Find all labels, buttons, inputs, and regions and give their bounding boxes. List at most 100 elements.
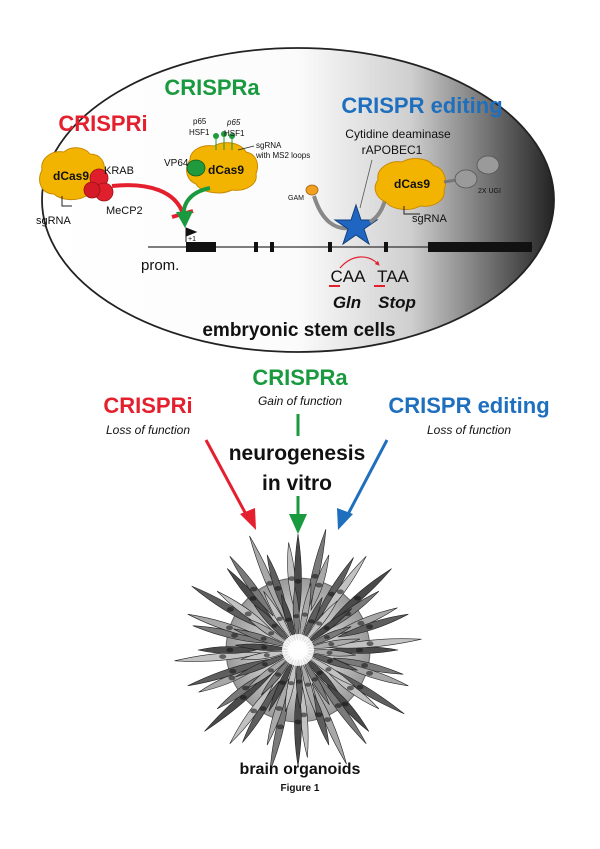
organoid-nucleus-icon bbox=[268, 668, 274, 673]
editing-sgrna-label: sgRNA bbox=[412, 213, 448, 225]
organoid-nucleus-icon bbox=[219, 654, 227, 659]
neurogenesis-label: neurogenesis bbox=[229, 442, 366, 465]
organoid-nucleus-icon bbox=[366, 624, 374, 630]
organoid-cell-icon bbox=[301, 597, 323, 642]
ugi-domain-icon bbox=[476, 155, 500, 175]
mecp2-label: MeCP2 bbox=[106, 205, 143, 217]
organoid-nucleus-icon bbox=[301, 612, 308, 617]
organoid-cell-icon bbox=[305, 608, 353, 645]
codon-before: CAA bbox=[331, 267, 367, 286]
tss-flag-icon bbox=[185, 227, 198, 242]
crispra-arrowhead bbox=[289, 514, 307, 534]
organoid-nucleus-icon bbox=[259, 706, 267, 711]
crispr-editing-title: CRISPR editing bbox=[341, 93, 502, 118]
organoid-cell-icon bbox=[253, 604, 292, 644]
organoid-nucleus-icon bbox=[324, 717, 331, 722]
organoid-nucleus-icon bbox=[315, 582, 323, 588]
tss-label: +1 bbox=[188, 236, 196, 243]
organoid-nucleus-icon bbox=[268, 631, 275, 636]
crispri-sgrna-label: sgRNA bbox=[36, 215, 72, 227]
editing-bottom-subtitle: Loss of function bbox=[427, 423, 511, 437]
organoid-cell-icon bbox=[300, 659, 317, 716]
organoid-nucleus-icon bbox=[250, 708, 258, 714]
exon-3 bbox=[270, 242, 274, 252]
exon-5 bbox=[384, 242, 388, 252]
brain-organoid-icon bbox=[174, 529, 422, 771]
p65-label-a: p65 bbox=[193, 117, 207, 126]
activation-arrowhead bbox=[176, 211, 193, 228]
organoid-nucleus-icon bbox=[228, 675, 236, 681]
organoid-nucleus-icon bbox=[239, 695, 247, 700]
crispra-title: CRISPRa bbox=[164, 75, 260, 100]
ugi-linker bbox=[443, 178, 457, 184]
organoid-nucleus-icon bbox=[250, 586, 258, 592]
organoid-cell-icon bbox=[285, 659, 297, 712]
organoid-nucleus-icon bbox=[288, 576, 296, 581]
organoid-nucleus-icon bbox=[293, 614, 300, 619]
codon-change-arrow bbox=[339, 256, 380, 269]
deaminase-pointer bbox=[359, 159, 373, 209]
organoid-nucleus-icon bbox=[323, 625, 330, 631]
ms2-loop-icon bbox=[229, 133, 235, 139]
embryonic-stem-cells-label: embryonic stem cells bbox=[202, 320, 395, 341]
organoid-nucleus-icon bbox=[356, 684, 364, 690]
editing-sgrna-line bbox=[403, 206, 420, 215]
organoid-nucleus-icon bbox=[300, 712, 308, 718]
organoid-nucleus-icon bbox=[271, 623, 278, 628]
organoid-nucleus-icon bbox=[242, 685, 250, 691]
rapobec1-label: rAPOBEC1 bbox=[362, 143, 423, 157]
ms2-loops-label: with MS2 loops bbox=[255, 151, 310, 160]
organoid-nucleus-icon bbox=[226, 647, 234, 653]
exon-4 bbox=[328, 242, 332, 252]
dcas9-protein-icon bbox=[186, 142, 259, 194]
organoid-cell-icon bbox=[263, 591, 294, 642]
organoid-cell-icon bbox=[268, 658, 294, 712]
organoid-cell-icon bbox=[337, 613, 409, 638]
crispra-sgrna-line bbox=[237, 145, 255, 151]
editing-arrowhead bbox=[337, 508, 353, 530]
organoid-nucleus-icon bbox=[296, 679, 303, 684]
organoid-cell-icon bbox=[292, 587, 300, 641]
organoid-nucleus-icon bbox=[263, 653, 270, 658]
cytidine-deaminase-label: Cytidine deaminase bbox=[345, 127, 451, 141]
organoid-cell-icon bbox=[310, 554, 330, 612]
organoid-nucleus-icon bbox=[275, 706, 283, 711]
gam-domain-icon bbox=[305, 184, 319, 196]
organoid-nucleus-icon bbox=[311, 677, 318, 682]
editing-bottom-title: CRISPR editing bbox=[388, 393, 549, 418]
ms2-loop-stem bbox=[215, 136, 233, 150]
organoid-nucleus-icon bbox=[231, 633, 239, 638]
editing-arrow bbox=[344, 439, 389, 519]
amino-acid-after: Stop bbox=[378, 293, 416, 312]
organoid-nucleus-icon bbox=[279, 680, 286, 685]
crispra-bottom-subtitle: Gain of function bbox=[258, 394, 342, 408]
exon-2 bbox=[254, 242, 258, 252]
organoid-nucleus-icon bbox=[260, 636, 267, 641]
organoid-nucleus-icon bbox=[286, 617, 292, 622]
figure-caption: Figure 1 bbox=[281, 783, 320, 794]
ugi-label: 2X UGI bbox=[478, 188, 501, 195]
crispri-bottom-title: CRISPRi bbox=[103, 393, 192, 418]
organoid-nucleus-icon bbox=[294, 719, 302, 725]
crispra-bottom-title: CRISPRa bbox=[252, 365, 348, 390]
organoid-lumen bbox=[282, 634, 314, 666]
dcas9-protein-icon bbox=[374, 158, 447, 210]
organoid-nucleus-icon bbox=[354, 595, 361, 601]
organoid-nucleus-icon bbox=[316, 621, 323, 626]
organoid-nucleus-icon bbox=[275, 672, 281, 677]
organoid-nucleus-icon bbox=[334, 703, 342, 708]
crispra-sgrna-label: sgRNA bbox=[256, 141, 282, 150]
organoid-cell-icon bbox=[327, 638, 422, 649]
brain-organoids-label: brain organoids bbox=[240, 761, 361, 778]
organoid-nucleus-icon bbox=[226, 607, 234, 612]
organoid-cell-icon bbox=[233, 628, 289, 648]
amino-acid-before: Gln bbox=[333, 293, 361, 312]
organoid-nucleus-icon bbox=[249, 596, 257, 601]
repression-arrow bbox=[111, 183, 185, 215]
hsf1-label-a: HSF1 bbox=[189, 128, 210, 137]
organoid-nucleus-icon bbox=[315, 712, 323, 718]
organoid-cell-icon bbox=[281, 594, 296, 642]
organoid-cell-icon bbox=[229, 683, 274, 745]
organoid-nucleus-icon bbox=[274, 586, 282, 591]
